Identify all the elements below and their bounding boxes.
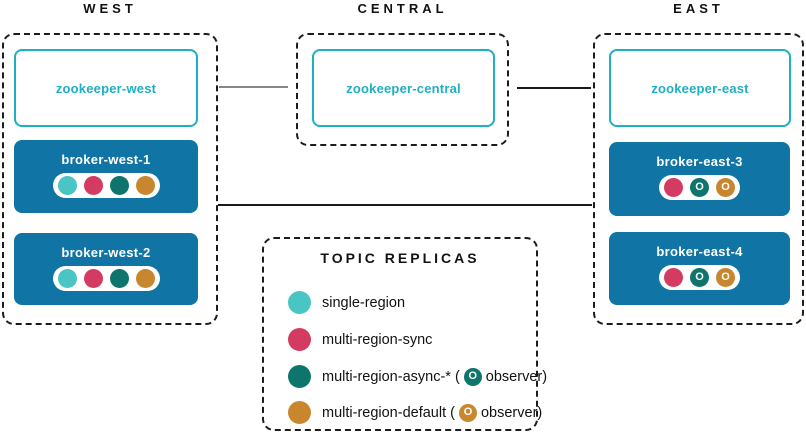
replica-dot-single-region: [57, 176, 77, 195]
legend-dot-multi-region-async: [288, 365, 311, 388]
replica-pill: O O: [659, 265, 740, 290]
legend-label-before: multi-region-default (: [322, 404, 455, 421]
legend-label-before: multi-region-async-* (: [322, 368, 460, 385]
replica-dot-multi-region-async: [109, 269, 129, 288]
replica-dot-single-region: [57, 269, 77, 288]
legend-item-multi-region-async: multi-region-async-* ( O observer): [288, 365, 547, 388]
legend-title: TOPIC REPLICAS: [320, 250, 480, 266]
replica-dot-multi-region-sync: [83, 176, 103, 195]
connector-central-east: [517, 87, 591, 89]
region-label-east: EAST: [673, 1, 724, 16]
replica-dot-multi-region-default: [135, 176, 155, 195]
replica-dot-multi-region-async-observer: O: [690, 268, 709, 287]
connector-west-central: [219, 86, 288, 88]
legend-dot-multi-region-sync: [288, 328, 311, 351]
replica-dot-multi-region-async: [109, 176, 129, 195]
region-east-container: [593, 33, 804, 325]
legend-item-multi-region-sync: multi-region-sync: [288, 328, 432, 351]
legend-label-after: observer): [480, 404, 543, 421]
broker-east-4-node: broker-east-4 O O: [609, 232, 790, 305]
replica-dot-multi-region-default-observer: O: [716, 268, 735, 287]
zookeeper-west-node: zookeeper-west: [14, 49, 198, 127]
region-label-central: CENTRAL: [357, 1, 448, 16]
replica-dot-multi-region-sync: [83, 269, 103, 288]
replica-dot-multi-region-sync: [664, 268, 683, 287]
replica-pill: O O: [659, 175, 740, 200]
replica-dot-multi-region-default-observer: O: [716, 178, 735, 197]
legend-label: single-region: [322, 294, 406, 311]
broker-name: broker-east-4: [656, 244, 743, 259]
legend-item-multi-region-default: multi-region-default ( O observer): [288, 401, 542, 424]
connector-west-east: [218, 204, 592, 206]
legend-label-after: observer): [485, 368, 548, 385]
legend-item-single-region: single-region: [288, 291, 405, 314]
legend-label: multi-region-sync: [322, 331, 433, 348]
region-label-west: WEST: [83, 1, 137, 16]
replica-dot-multi-region-sync: [664, 178, 683, 197]
zookeeper-central-node: zookeeper-central: [312, 49, 495, 127]
replica-dot-multi-region-async-observer: O: [690, 178, 709, 197]
legend-container: TOPIC REPLICAS single-region multi-regio…: [262, 237, 547, 431]
zookeeper-east-node: zookeeper-east: [609, 49, 791, 127]
legend-dot-multi-region-default: [288, 401, 311, 424]
broker-name: broker-west-2: [61, 245, 151, 260]
region-west-container: [2, 33, 218, 325]
observer-badge-orange: O: [458, 403, 477, 422]
replica-dot-multi-region-default: [135, 269, 155, 288]
replica-pill: [52, 173, 160, 198]
broker-name: broker-east-3: [656, 154, 743, 169]
broker-east-3-node: broker-east-3 O O: [609, 142, 790, 216]
replica-pill: [52, 266, 160, 291]
observer-badge-teal: O: [463, 367, 482, 386]
broker-west-1-node: broker-west-1: [14, 140, 198, 213]
broker-west-2-node: broker-west-2: [14, 233, 198, 305]
broker-name: broker-west-1: [61, 152, 151, 167]
legend-dot-single-region: [288, 291, 311, 314]
region-central-container: [296, 33, 509, 146]
